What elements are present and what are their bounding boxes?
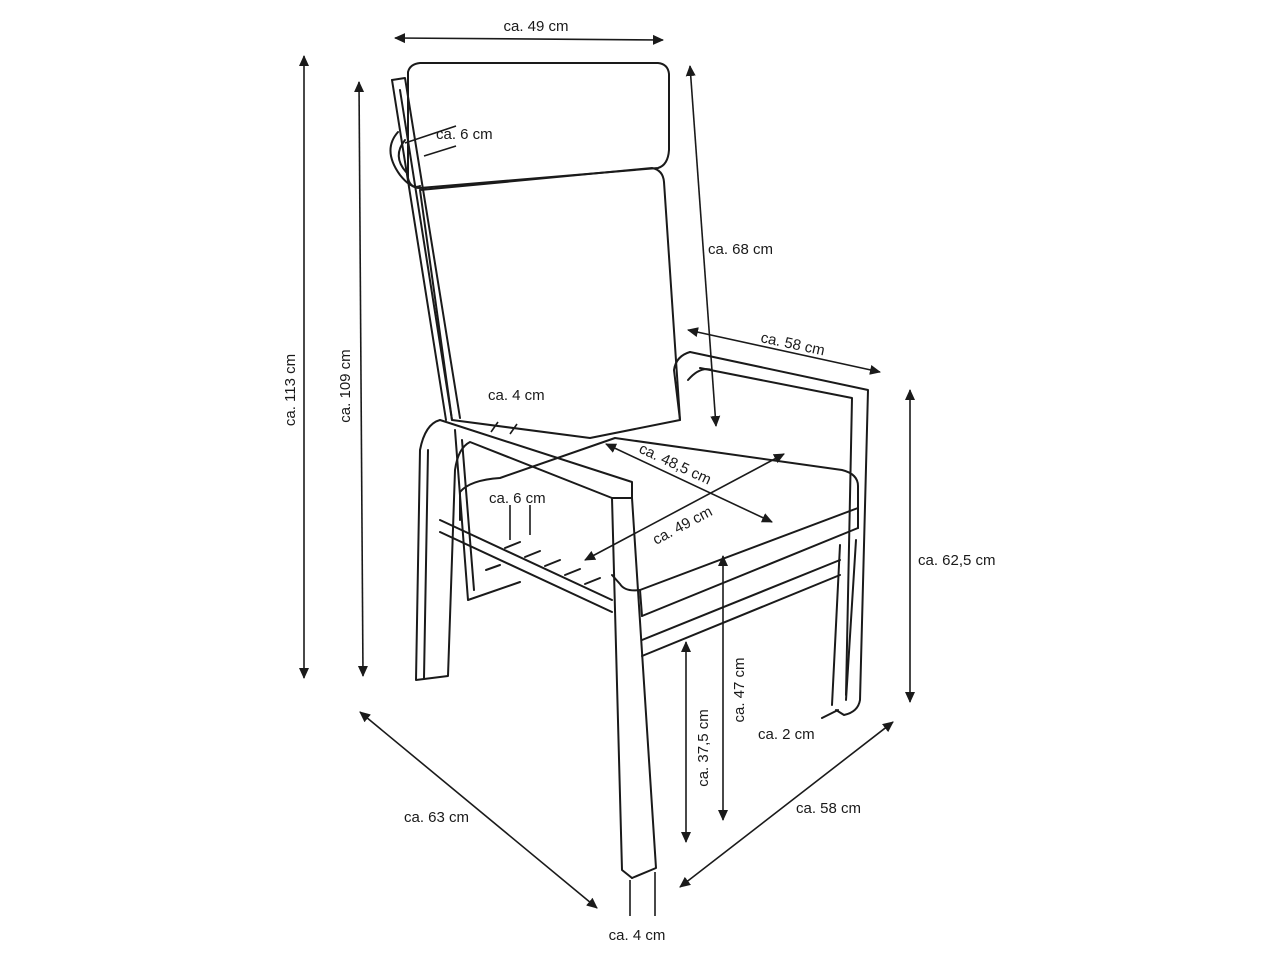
front-armrest — [415, 419, 613, 681]
seat-slats — [439, 519, 613, 613]
label-cushion-thickness: ca. 6 cm — [489, 490, 546, 507]
label-backrest-height: ca. 68 cm — [708, 241, 773, 258]
label-leg-width: ca. 4 cm — [609, 927, 666, 944]
dim-height-109 — [354, 81, 368, 677]
label-width-overall: ca. 58 cm — [796, 800, 861, 817]
label-width-top: ca. 49 cm — [503, 18, 568, 35]
chair-outline — [389, 62, 869, 879]
dim-armrest-58 — [687, 327, 881, 375]
label-armrest-depth: ca. 58 cm — [759, 329, 826, 359]
label-seat-height: ca. 47 cm — [731, 657, 748, 722]
dim-width-58 — [679, 721, 894, 888]
rear-armrest — [689, 351, 869, 716]
headrest-strap — [389, 131, 421, 188]
label-seat-depth: ca. 49 cm — [650, 503, 715, 549]
backrest-cushion — [419, 167, 681, 439]
label-armrest-width: ca. 4 cm — [488, 387, 545, 404]
label-total-height: ca. 113 cm — [282, 354, 299, 426]
label-frame-height: ca. 37,5 cm — [695, 709, 712, 787]
dimension-lines — [299, 33, 915, 916]
seat-cushion — [459, 437, 859, 592]
label-armrest-height: ca. 62,5 cm — [918, 552, 996, 569]
label-leg-thickness: ca. 2 cm — [758, 726, 815, 743]
label-headrest-thickness: ca. 6 cm — [436, 126, 493, 143]
dim-seat-49 — [584, 453, 785, 561]
dim-width-top — [394, 33, 664, 45]
dim-depth-63 — [359, 711, 598, 909]
label-depth-overall: ca. 63 cm — [404, 809, 469, 826]
label-height-109: ca. 109 cm — [337, 349, 354, 422]
back-frame-rail — [391, 77, 461, 419]
dimension-labels: ca. 49 cm ca. 6 cm ca. 68 cm ca. 58 cm c… — [282, 18, 996, 944]
